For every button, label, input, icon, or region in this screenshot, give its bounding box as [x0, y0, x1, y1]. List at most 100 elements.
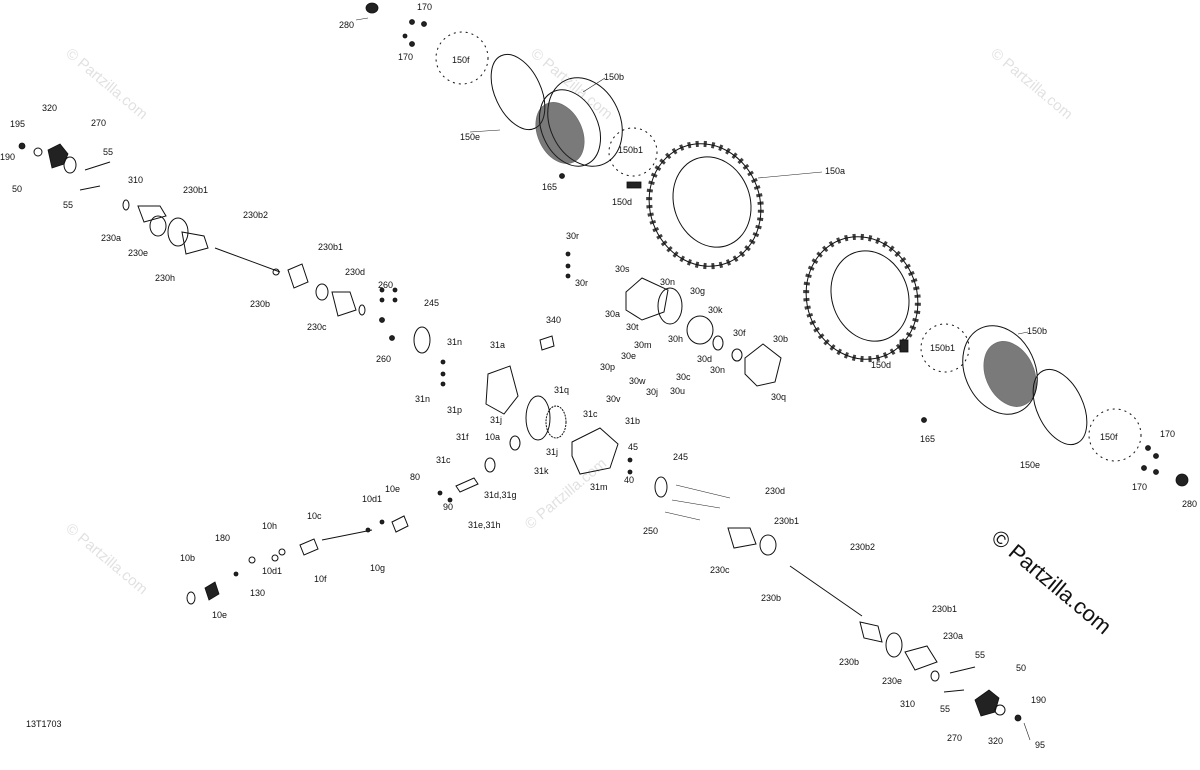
ring-part	[272, 268, 280, 276]
callout-label: 31q	[554, 385, 569, 395]
hub-cap-part	[63, 156, 77, 174]
driveshaft-assembly	[186, 515, 409, 605]
callout-label: 30j	[646, 387, 658, 397]
callout-label: 150f	[452, 55, 470, 65]
callout-label: 230c	[307, 322, 327, 332]
callout-label: 40	[624, 475, 634, 485]
boot-clamp-part	[167, 217, 189, 247]
lower-wheel-assembly	[803, 233, 1189, 487]
bolt-ring-part	[920, 323, 970, 373]
callout-label: 230b1	[774, 516, 799, 526]
callout-label: 150b1	[930, 343, 955, 353]
callout-label: 230b	[250, 299, 270, 309]
callout-label: 150d	[612, 197, 632, 207]
callout-label: 30n	[710, 365, 725, 375]
callout-label: 230b1	[932, 604, 957, 614]
housing-part	[485, 365, 519, 415]
callout-label: 31p	[447, 405, 462, 415]
callout-label: 230b	[839, 657, 859, 667]
callout-label: 30r	[566, 231, 579, 241]
callout-label: 30k	[708, 305, 723, 315]
callout-label: 30u	[670, 386, 685, 396]
housing-part	[571, 427, 619, 475]
callout-label: 30h	[668, 334, 683, 344]
callout-label: 10g	[370, 563, 385, 573]
callout-label: 245	[673, 452, 688, 462]
callout-label: 45	[628, 442, 638, 452]
callout-label: 90	[443, 502, 453, 512]
bolt-part	[389, 335, 395, 341]
nut-part	[1014, 714, 1022, 722]
callout-label: 245	[424, 298, 439, 308]
callout-label: 30n	[660, 277, 675, 287]
bolt-set-part	[437, 251, 633, 503]
callout-label: 31j	[546, 447, 558, 457]
callout-label: 320	[42, 103, 57, 113]
wheel-bolt-part	[1141, 445, 1159, 475]
callout-label: 30r	[575, 278, 588, 288]
callout-label: 170	[398, 52, 413, 62]
bolt-ring-part	[608, 127, 658, 177]
watermark-text: © Partzilla.com	[987, 45, 1075, 123]
callout-label: 31a	[490, 340, 505, 350]
callout-label: 150e	[1020, 460, 1040, 470]
watermarks: © Partzilla.com © Partzilla.com © Partzi…	[62, 45, 1116, 639]
pinion-part	[455, 477, 479, 493]
cv-joint-part	[149, 215, 167, 237]
callout-label: 55	[975, 650, 985, 660]
callout-label: 150b	[1027, 326, 1047, 336]
beadlock-ring-part	[1032, 368, 1088, 446]
axle-shaft-part	[789, 565, 863, 617]
u-joint-part	[278, 548, 286, 556]
callout-label: 170	[1160, 429, 1175, 439]
callout-label: 230b1	[183, 185, 208, 195]
boot-part	[287, 263, 309, 289]
u-joint-part	[271, 554, 279, 562]
callout-label: 230e	[882, 676, 902, 686]
callout-label: 130	[250, 588, 265, 598]
u-joint-part	[248, 556, 256, 564]
bolt-part	[379, 317, 385, 323]
callout-label: 230b	[761, 593, 781, 603]
callout-label: 280	[339, 20, 354, 30]
bolt-set-part	[379, 287, 398, 303]
callout-label: 31j	[490, 415, 502, 425]
callout-label: 170	[1132, 482, 1147, 492]
bolt-ring-part	[1088, 408, 1142, 462]
callout-label: 10e	[212, 610, 227, 620]
callout-label: 190	[1031, 695, 1046, 705]
wheel-cap-part	[365, 2, 379, 14]
seal-part	[509, 435, 521, 451]
callout-label: 230h	[155, 273, 175, 283]
callout-label: 30b	[773, 334, 788, 344]
boot-part	[181, 231, 209, 255]
bolt-part	[379, 519, 385, 525]
callout-label: 30m	[634, 340, 652, 350]
gasket-part	[525, 395, 551, 441]
callout-label: 280	[1182, 499, 1197, 509]
ring-gear-part	[545, 405, 567, 439]
callout-label: 270	[947, 733, 962, 743]
callout-label: 55	[940, 704, 950, 714]
circlip-part	[122, 199, 130, 211]
callout-label: 230b2	[243, 210, 268, 220]
housing-part	[744, 343, 782, 387]
valve-part	[559, 173, 565, 179]
housing-part	[625, 277, 669, 321]
callout-label: 31c	[583, 409, 598, 419]
callout-label: 31b	[625, 416, 640, 426]
bearing-part	[484, 457, 496, 473]
yoke-part	[391, 515, 409, 533]
callout-label: 320	[988, 736, 1003, 746]
callout-label: 10a	[485, 432, 500, 442]
yoke-part	[299, 538, 319, 556]
cv-joint-part	[137, 205, 167, 223]
bracket-part	[539, 335, 555, 351]
callout-label: 30a	[605, 309, 620, 319]
gasket-part	[657, 287, 683, 325]
callout-label: 150b	[604, 72, 624, 82]
callout-label: 50	[12, 184, 22, 194]
callout-label: 165	[542, 182, 557, 192]
callout-label: 10e	[385, 484, 400, 494]
bearing-part	[686, 315, 714, 345]
